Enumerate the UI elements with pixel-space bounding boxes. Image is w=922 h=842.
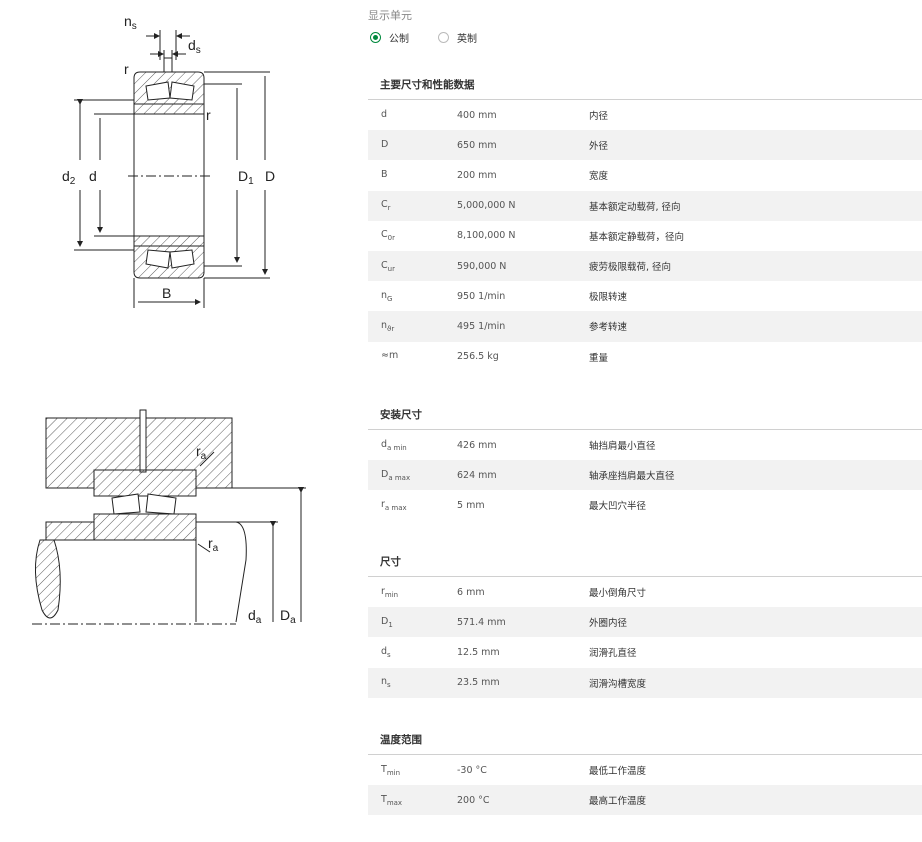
bearing-section-drawing — [74, 30, 270, 308]
imperial-label: 英制 — [457, 34, 477, 45]
bearing-drawings: ns ds r r d2 d D1 D B — [32, 13, 306, 626]
svg-text:d: d — [89, 168, 97, 184]
mounting-drawing — [32, 409, 306, 625]
imperial-option[interactable]: 英制 — [438, 30, 477, 45]
units-title: 显示单元 — [368, 9, 412, 22]
svg-text:r: r — [206, 107, 211, 123]
metric-label: 公制 — [389, 34, 409, 45]
section-title: 温度范围 — [368, 725, 922, 755]
section-title: 主要尺寸和性能数据 — [368, 70, 922, 100]
svg-text:B: B — [162, 285, 171, 301]
svg-text:ra: ra — [208, 535, 219, 554]
section-title: 尺寸 — [368, 547, 922, 577]
svg-text:ns: ns — [124, 13, 137, 32]
svg-text:da: da — [248, 607, 262, 626]
svg-text:D1: D1 — [238, 168, 254, 187]
svg-text:d2: d2 — [62, 168, 76, 187]
mounting-drawing-labels: ra ra da Da — [196, 443, 296, 626]
radio-selected-icon[interactable] — [370, 32, 381, 43]
svg-text:Da: Da — [280, 607, 296, 626]
svg-text:r: r — [124, 61, 129, 77]
radio-unselected-icon[interactable] — [438, 32, 449, 43]
bearing-section-labels: ns ds r r d2 d D1 D B — [62, 13, 275, 301]
metric-option[interactable]: 公制 — [370, 30, 409, 45]
drawings-area: ns ds r r d2 d D1 D B — [0, 0, 360, 838]
svg-text:ra: ra — [196, 443, 207, 462]
svg-text:D: D — [265, 168, 275, 184]
section-title: 安装尺寸 — [368, 400, 922, 430]
svg-text:ds: ds — [188, 37, 201, 56]
